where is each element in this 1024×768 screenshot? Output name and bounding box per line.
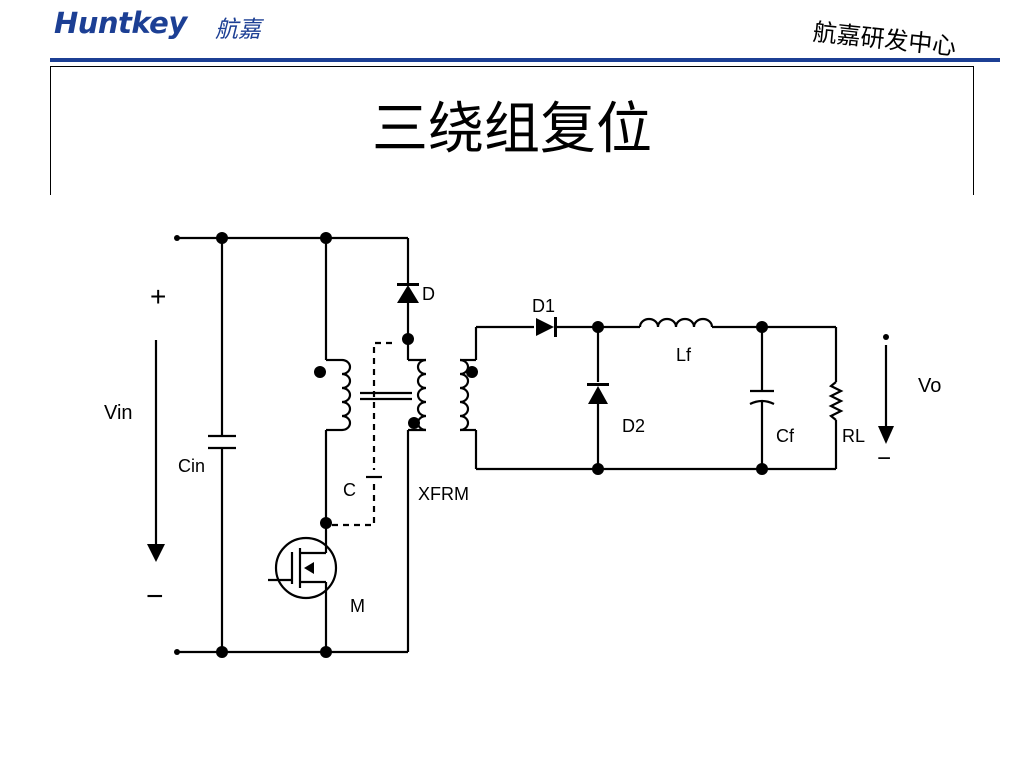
junction-dot [320,232,332,244]
junction-dot [592,321,604,333]
slide-title: 三绕组复位 [372,97,652,162]
terminal-vo-plus [883,334,889,340]
polarity-dot-primary [314,366,326,378]
vo-minus-label: − [877,445,891,472]
reset-diode-d [397,285,419,303]
vo-arrow-head [878,426,894,444]
mosfet-arrow [304,562,314,574]
reset-winding [416,358,427,432]
d2-label: D2 [622,416,645,436]
primary-winding [341,358,352,432]
transformer-label: XFRM [418,484,469,504]
cf-plate-bottom [749,399,775,405]
mosfet-label: M [350,596,365,616]
reset-diode-label: D [422,284,435,304]
junction-dot [320,646,332,658]
diode-d2 [588,386,608,404]
vin-arrow-head [147,544,165,562]
secondary-winding [459,358,470,432]
mosfet-body [274,536,338,600]
output-inductor [638,317,714,328]
cin-label: Cin [178,456,205,476]
junction-dot [216,232,228,244]
polarity-dot-reset [408,417,420,429]
diode-d2-bar [587,383,609,386]
d1-label: D1 [532,296,555,316]
cf-label: Cf [776,426,795,446]
terminal-vin-minus [174,649,180,655]
junction-dot [756,321,768,333]
title-frame [50,66,974,195]
diode-d1-bar [554,317,557,337]
lf-label: Lf [676,345,692,365]
reset-capacitor-dashed-return [330,484,376,527]
reset-diode-d-bar [397,283,419,286]
junction-dot [756,463,768,475]
huntkey-logo-chinese: 航嘉 [215,17,261,43]
junction-dot [402,333,414,345]
junction-dot [592,463,604,475]
reset-capacitor-dashed-wire [372,341,392,470]
vin-label: Vin [104,402,133,424]
diode-d1 [536,318,554,336]
load-resistor [828,381,844,421]
vo-label: Vo [918,375,941,397]
junction-dot [216,646,228,658]
vin-plus-label: + [150,281,166,312]
vin-minus-label: − [146,580,164,613]
rl-label: RL [842,426,865,446]
header-rule [50,58,1000,62]
polarity-dot-secondary [466,366,478,378]
junction-dot [320,517,332,529]
terminal-vin-plus [174,235,180,241]
reset-capacitor-label: C [343,480,356,500]
huntkey-logo: Huntkey [54,6,187,40]
